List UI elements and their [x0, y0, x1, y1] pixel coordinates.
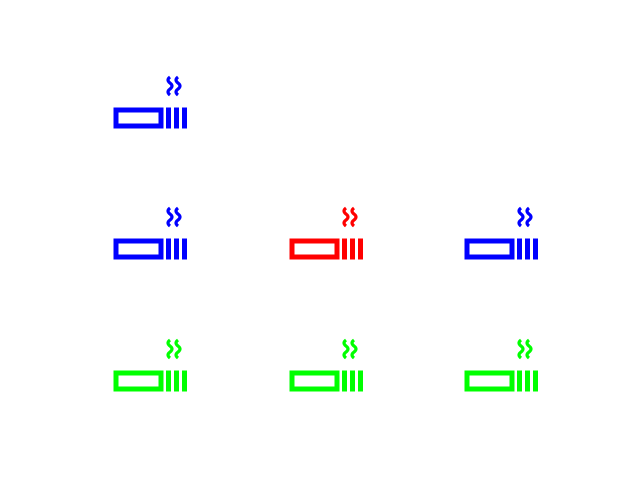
smoking-icon: [288, 337, 368, 397]
smoking-icon-graphic: [288, 205, 368, 265]
smoking-icon: [112, 205, 192, 265]
smoking-icon: [463, 337, 543, 397]
smoking-icon-graphic: [112, 74, 192, 134]
smoking-icon-graphic: [112, 205, 192, 265]
smoking-icon-graphic: [463, 205, 543, 265]
smoking-icon: [288, 205, 368, 265]
smoking-icon: [112, 337, 192, 397]
smoking-icon: [463, 205, 543, 265]
smoking-icon: [112, 74, 192, 134]
smoking-icon-graphic: [288, 337, 368, 397]
smoking-icon-graphic: [463, 337, 543, 397]
smoking-icon-graphic: [112, 337, 192, 397]
